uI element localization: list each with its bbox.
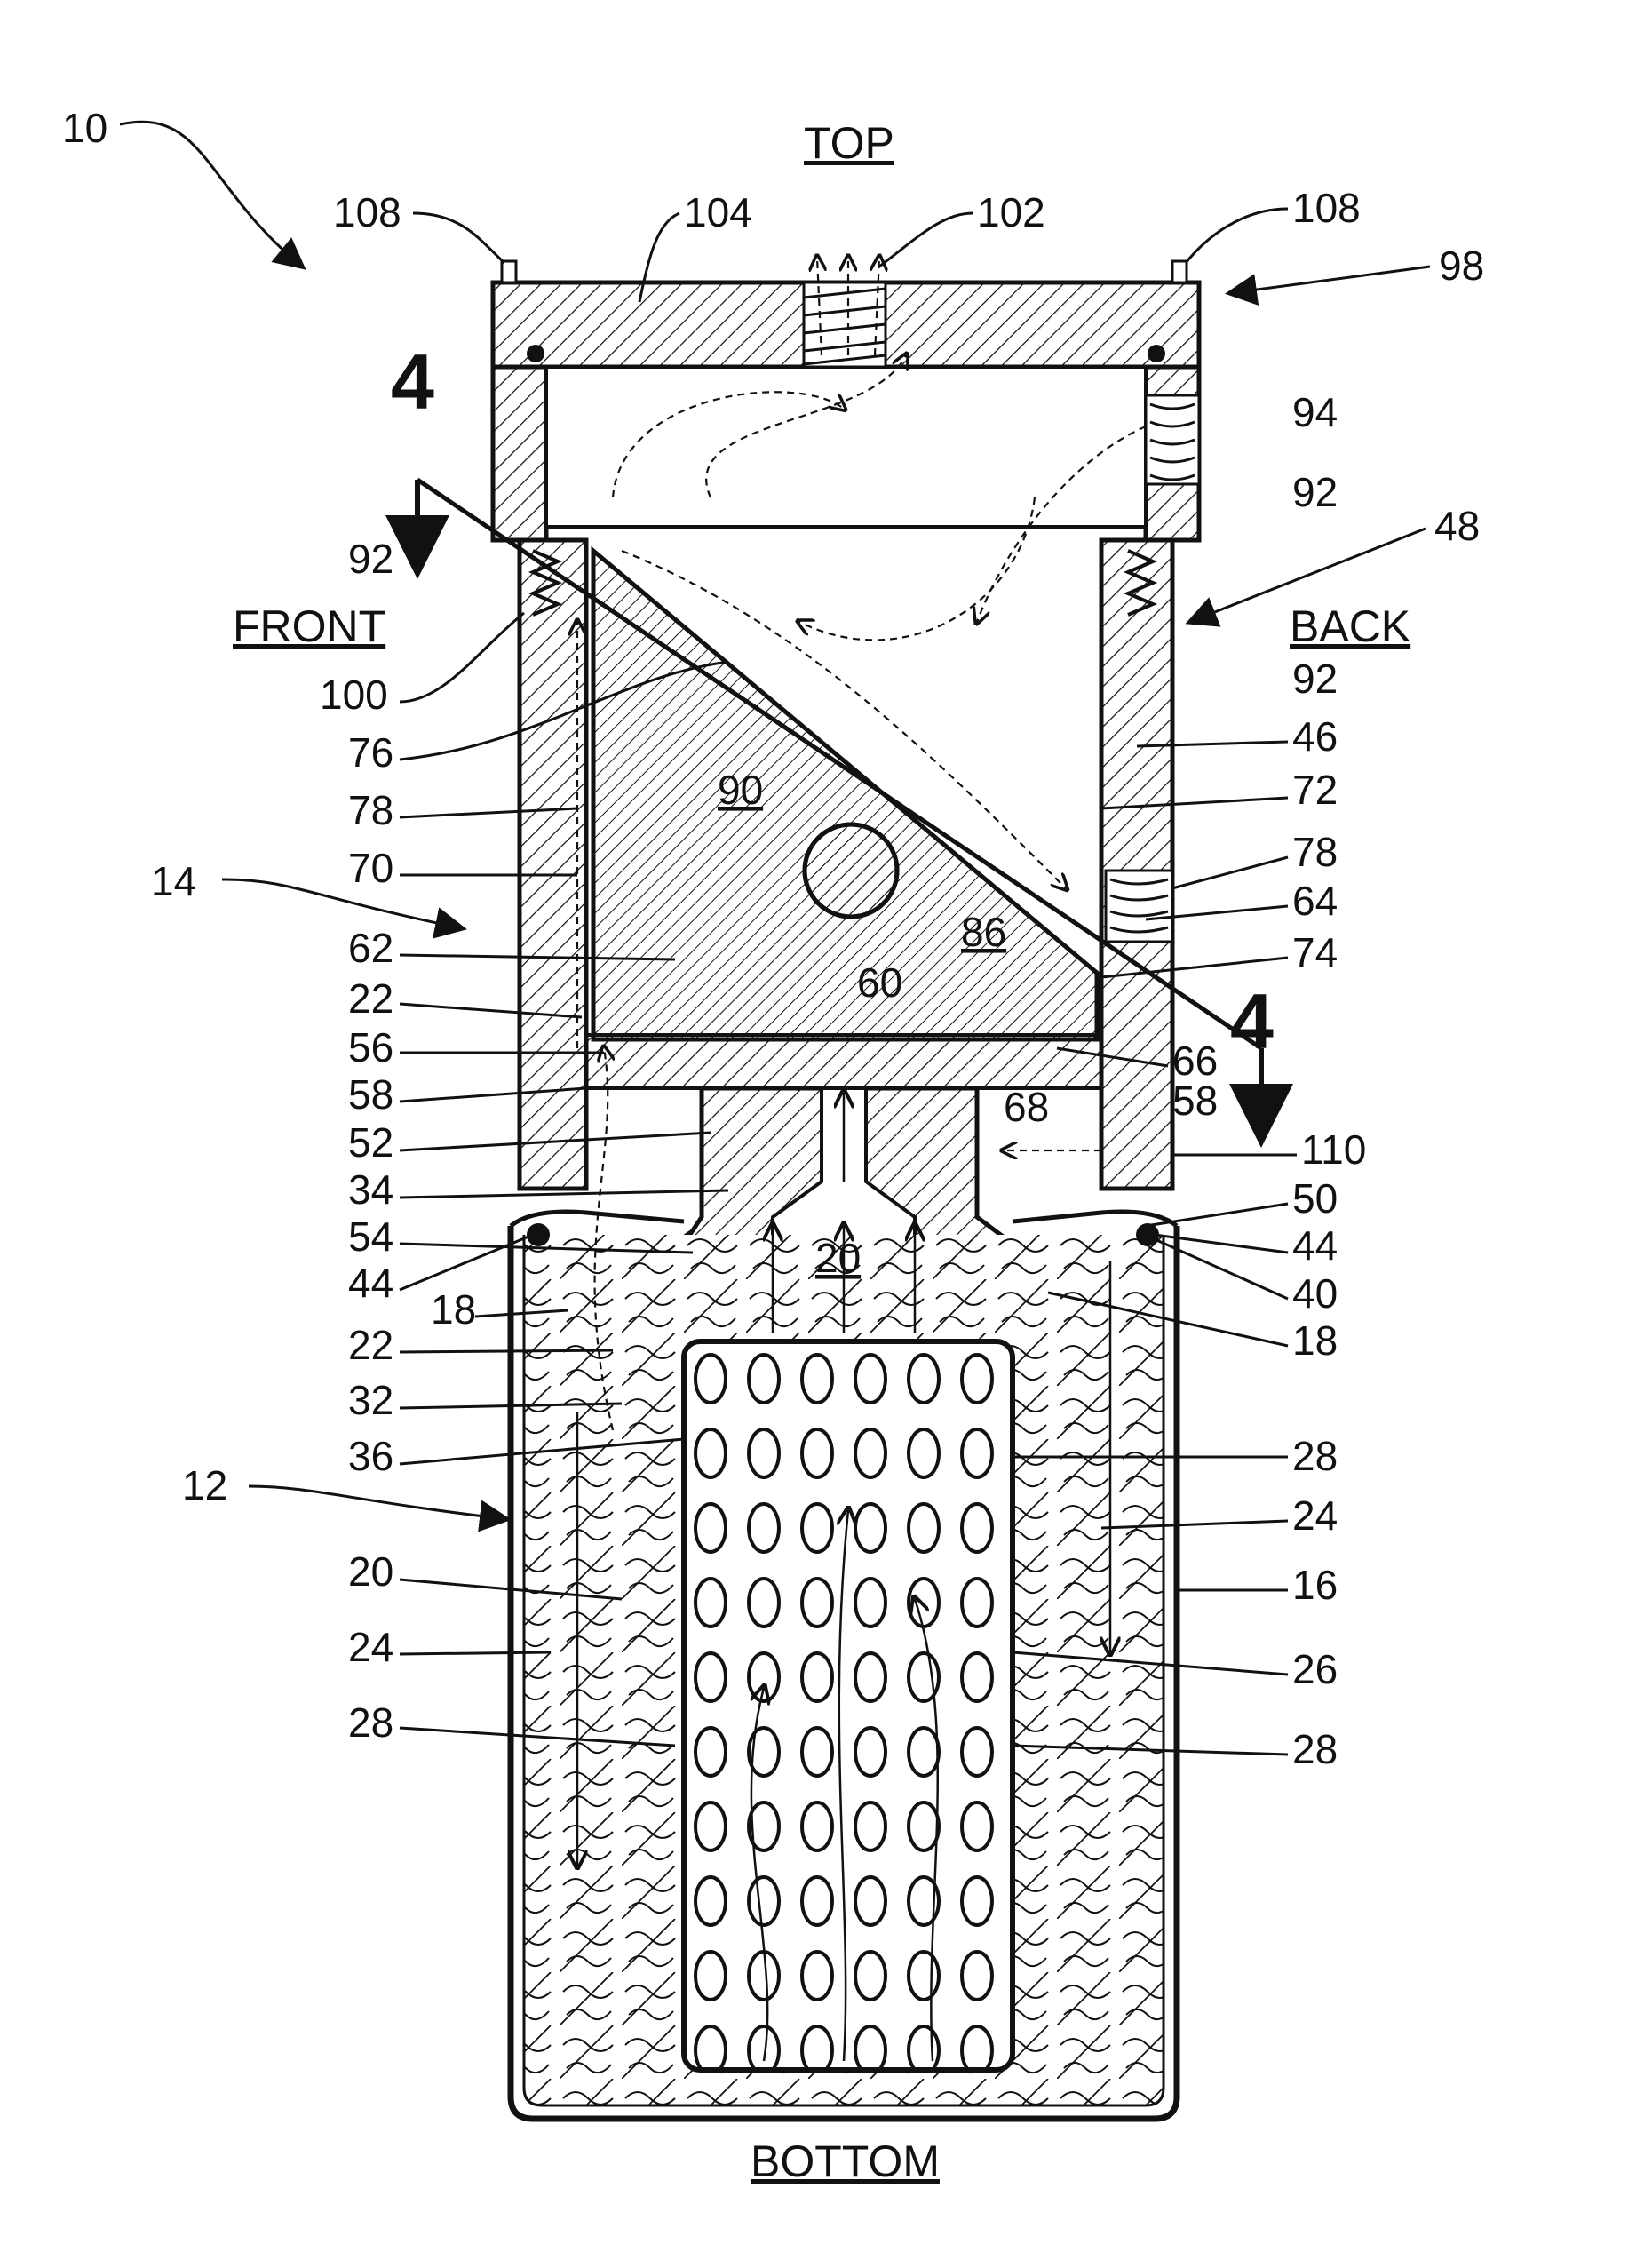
ref-16: 16 xyxy=(1292,1562,1338,1608)
ref-92-left: 92 xyxy=(348,536,393,582)
section-mark-right: 4 xyxy=(1230,977,1274,1065)
ref-98: 98 xyxy=(1439,243,1484,289)
ref-44-left: 44 xyxy=(348,1260,393,1306)
ref-94: 94 xyxy=(1292,389,1338,435)
ref-100: 100 xyxy=(320,672,388,718)
ref-12: 12 xyxy=(182,1462,227,1508)
ref-78-right: 78 xyxy=(1292,829,1338,875)
ref-24-left: 24 xyxy=(348,1624,393,1670)
section-mark-left: 4 xyxy=(391,338,434,426)
ref-18-left: 18 xyxy=(431,1286,476,1333)
ref-90: 90 xyxy=(718,767,763,813)
ref-58-left: 58 xyxy=(348,1071,393,1118)
ref-68: 68 xyxy=(1004,1084,1049,1130)
ref-104: 104 xyxy=(684,189,752,235)
ref-32: 32 xyxy=(348,1377,393,1423)
ref-74: 74 xyxy=(1292,929,1338,975)
ref-58-right: 58 xyxy=(1172,1078,1218,1124)
perforated-tube xyxy=(684,1341,1013,2070)
ref-54: 54 xyxy=(348,1214,393,1260)
ref-102: 102 xyxy=(977,189,1045,235)
ref-56: 56 xyxy=(348,1024,393,1070)
ref-26: 26 xyxy=(1292,1646,1338,1692)
ref-108-right: 108 xyxy=(1292,185,1361,231)
ref-18-right: 18 xyxy=(1292,1317,1338,1364)
ref-14: 14 xyxy=(151,858,196,904)
ref-20-center: 20 xyxy=(815,1235,861,1281)
ref-10: 10 xyxy=(62,105,107,151)
ref-46: 46 xyxy=(1292,713,1338,760)
ref-28-right-lower: 28 xyxy=(1292,1726,1338,1772)
ref-76: 76 xyxy=(348,729,393,776)
ref-20-left: 20 xyxy=(348,1548,393,1595)
ref-28-left: 28 xyxy=(348,1699,393,1746)
ref-78-left: 78 xyxy=(348,787,393,833)
ref-22-lower: 22 xyxy=(348,1322,393,1368)
ref-22-upper: 22 xyxy=(348,975,393,1022)
ref-50: 50 xyxy=(1292,1175,1338,1221)
ref-110: 110 xyxy=(1301,1126,1366,1173)
ref-62: 62 xyxy=(348,925,393,971)
ref-72: 72 xyxy=(1292,767,1338,813)
ref-92-back: 92 xyxy=(1292,656,1338,702)
ref-86: 86 xyxy=(961,909,1006,955)
ref-108-left: 108 xyxy=(333,189,401,235)
valve-body xyxy=(593,551,1097,1039)
ref-36: 36 xyxy=(348,1433,393,1479)
ref-48: 48 xyxy=(1434,503,1480,549)
leader-10 xyxy=(120,122,302,267)
ref-34: 34 xyxy=(348,1166,393,1213)
ref-44-right: 44 xyxy=(1292,1222,1338,1269)
ref-70: 70 xyxy=(348,845,393,891)
ref-92-cap: 92 xyxy=(1292,469,1338,515)
ref-40: 40 xyxy=(1292,1270,1338,1317)
label-back: BACK xyxy=(1290,601,1410,651)
ref-64: 64 xyxy=(1292,878,1338,924)
ref-52: 52 xyxy=(348,1119,393,1166)
ref-28-right-upper: 28 xyxy=(1292,1433,1338,1479)
label-bottom: BOTTOM xyxy=(751,2137,940,2186)
label-front: FRONT xyxy=(233,601,385,651)
label-top: TOP xyxy=(804,118,894,168)
ref-60: 60 xyxy=(857,959,902,1006)
ref-24-right: 24 xyxy=(1292,1492,1338,1539)
